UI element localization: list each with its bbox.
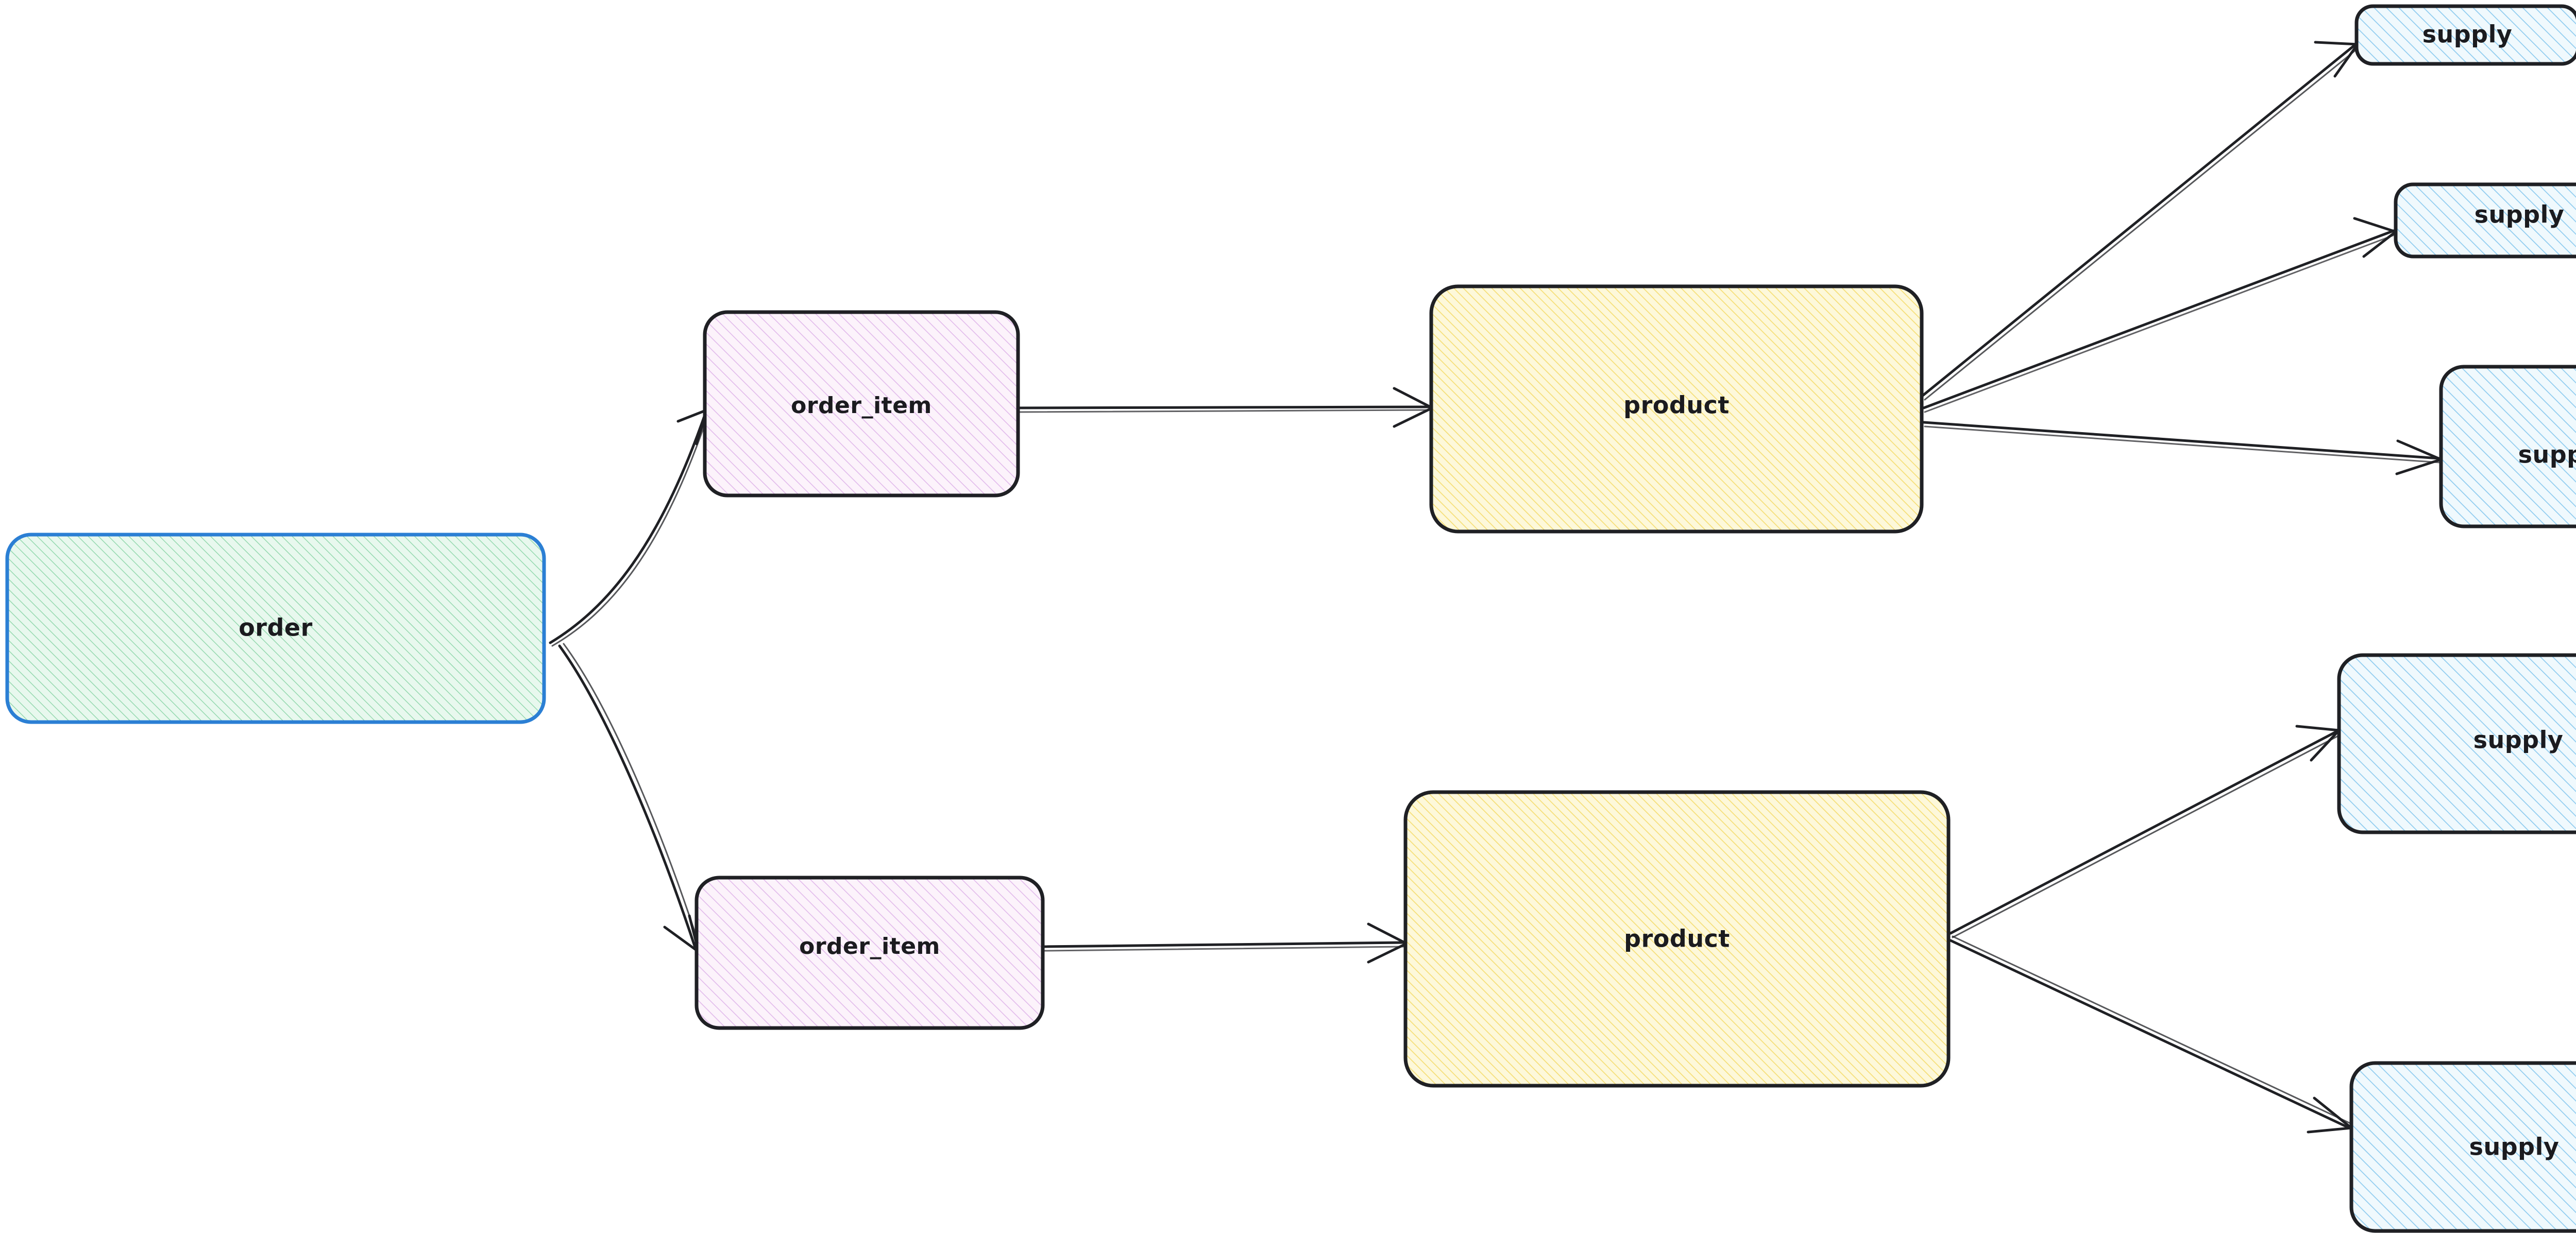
- edge-layer: [549, 41, 2443, 1134]
- edge-product-2-to-supply-4: [1949, 725, 2341, 938]
- node-order-hatch: [7, 535, 544, 722]
- node-order-outline: [5, 533, 546, 724]
- edge-order-to-order-item-1: [549, 408, 709, 647]
- node-product-1-label: product: [1623, 391, 1730, 419]
- node-supply-3[interactable]: supply: [2439, 365, 2576, 528]
- node-supply-3-hatch: [2441, 367, 2576, 526]
- node-supply-2[interactable]: supply: [2394, 182, 2576, 259]
- node-product-2[interactable]: product: [1403, 790, 1951, 1088]
- edge-order-item-2-to-product-2: [1042, 922, 1408, 964]
- node-order-item-1-outline: [703, 310, 1020, 498]
- node-supply-4-label: supply: [2473, 726, 2564, 754]
- node-order-item-1[interactable]: order_item: [703, 310, 1020, 498]
- node-product-2-outline: [1403, 790, 1951, 1088]
- node-supply-1[interactable]: supply: [2354, 4, 2576, 66]
- node-product-2-hatch: [1405, 792, 1948, 1086]
- node-product-1-hatch: [1431, 286, 1922, 532]
- node-supply-3-outline: [2439, 365, 2576, 528]
- node-order-item-2-hatch: [697, 878, 1043, 1028]
- node-product-1[interactable]: product: [1429, 284, 1924, 534]
- node-supply-5-hatch: [2351, 1063, 2576, 1231]
- node-supply-4-outline: [2337, 653, 2576, 834]
- node-supply-2-hatch: [2396, 184, 2576, 256]
- edge-product-2-to-supply-5: [1949, 935, 2353, 1134]
- node-order-label: order: [239, 614, 313, 642]
- node-order-item-2[interactable]: order_item: [694, 876, 1045, 1030]
- node-supply-1-hatch: [2357, 6, 2576, 64]
- node-supply-2-outline: [2394, 182, 2576, 259]
- edge-product-1-to-supply-2: [1922, 217, 2397, 413]
- edge-product-1-to-supply-3: [1922, 421, 2443, 475]
- node-supply-3-label: supply: [2518, 441, 2576, 469]
- node-order[interactable]: order: [5, 533, 546, 724]
- node-supply-4[interactable]: supply: [2337, 653, 2576, 834]
- node-supply-4-hatch: [2339, 655, 2576, 832]
- node-supply-2-label: supply: [2475, 201, 2565, 229]
- node-order-item-2-outline: [694, 876, 1045, 1030]
- node-supply-1-outline: [2354, 4, 2576, 66]
- edge-order-item-1-to-product-1: [1018, 387, 1434, 428]
- node-order-item-1-hatch: [705, 312, 1018, 495]
- node-supply-5-outline: [2349, 1061, 2576, 1233]
- node-supply-5[interactable]: supply: [2349, 1061, 2576, 1233]
- node-product-2-label: product: [1624, 925, 1730, 953]
- node-order-item-2-label: order_item: [799, 933, 940, 960]
- node-order-item-1-label: order_item: [791, 392, 932, 419]
- node-supply-5-label: supply: [2469, 1133, 2560, 1161]
- node-product-1-outline: [1429, 284, 1924, 534]
- node-supply-1-label: supply: [2422, 21, 2513, 48]
- edge-order-to-order-item-2: [558, 643, 701, 953]
- edge-product-1-to-supply-1: [1921, 41, 2359, 401]
